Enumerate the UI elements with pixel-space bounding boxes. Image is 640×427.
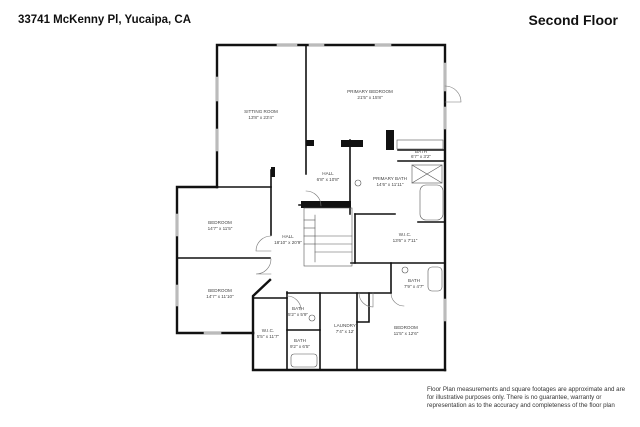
room-dims: 7'4" x 12' bbox=[336, 329, 355, 334]
room-name: BATH bbox=[294, 338, 306, 343]
room-name: BEDROOM bbox=[208, 288, 232, 293]
room-dims: 6'7" x 3'2" bbox=[411, 154, 431, 159]
floor-title: Second Floor bbox=[528, 12, 618, 28]
room-name: BATH bbox=[408, 278, 420, 283]
room-dims: 11'5" x 12'6" bbox=[394, 331, 419, 336]
room-name: BEDROOM bbox=[208, 220, 232, 225]
windows bbox=[175, 43, 447, 335]
room-name: PRIMARY BEDROOM bbox=[347, 89, 393, 94]
fixtures bbox=[290, 139, 444, 368]
property-address: 33741 McKenny Pl, Yucaipa, CA bbox=[18, 14, 192, 26]
room-dims: 13'6" x 7'11" bbox=[393, 238, 418, 243]
room-dims: 21'5" x 15'8" bbox=[357, 95, 383, 100]
room-name: HALL bbox=[322, 171, 334, 176]
room-dims: 13'8" x 23'4" bbox=[248, 115, 274, 120]
wall-blocks bbox=[271, 130, 394, 208]
room-dims: 5'5" x 11'7" bbox=[257, 334, 280, 339]
room-name: SITTING ROOM bbox=[244, 109, 278, 114]
room-dims: 14'7" x 11'10" bbox=[206, 294, 234, 299]
room-dims: 18'10" x 20'9" bbox=[274, 240, 302, 245]
interior-walls bbox=[176, 44, 446, 371]
room-name: BATH bbox=[292, 306, 304, 311]
doors bbox=[255, 85, 462, 311]
room-dims: 7'9" x 4'7" bbox=[404, 284, 424, 289]
room-name: BEDROOM bbox=[394, 325, 418, 330]
room-dims: 14'6" x 11'11" bbox=[376, 182, 403, 187]
disclaimer-text: Floor Plan measurements and square foota… bbox=[427, 386, 626, 409]
room-name: W.I.C. bbox=[262, 328, 275, 333]
room-name: HALL bbox=[282, 234, 294, 239]
stairs bbox=[303, 207, 353, 267]
room-dims: 9'2" x 6'5" bbox=[290, 344, 310, 349]
room-name: W.I.C. bbox=[399, 232, 412, 237]
room-name: BATH bbox=[415, 149, 427, 154]
room-labels: SITTING ROOM 13'8" x 23'4" PRIMARY BEDRO… bbox=[206, 89, 431, 349]
room-dims: 5'2" x 5'9" bbox=[288, 312, 308, 317]
room-name: LAUNDRY bbox=[334, 323, 356, 328]
room-dims: 6'8" x 10'8" bbox=[317, 177, 340, 182]
room-name: PRIMARY BATH bbox=[373, 176, 407, 181]
room-dims: 14'7" x 11'5" bbox=[208, 226, 233, 231]
